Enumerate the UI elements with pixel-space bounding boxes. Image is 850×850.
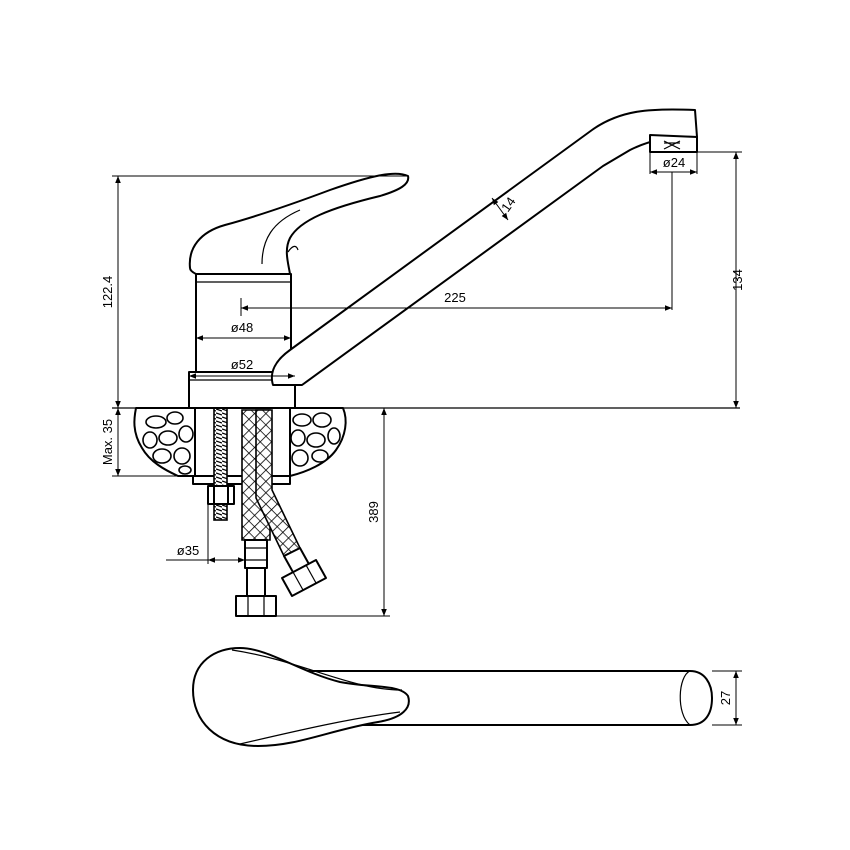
dim-spout-height: 134: [730, 269, 745, 291]
spout: [271, 108, 698, 386]
worktop-section: [133, 407, 347, 477]
front-view: 122.4 Max. 35 134 ø24 225 ø48 ø52 14 389: [100, 108, 745, 617]
dim-max-worktop: Max. 35: [100, 419, 115, 465]
stud-nut: [207, 485, 235, 505]
hose-fitting-right: [281, 547, 327, 597]
dim-aerator-diameter: ø24: [663, 155, 685, 170]
dim-body-upper-diameter: ø48: [231, 320, 253, 335]
dim-spout-reach: 225: [444, 290, 466, 305]
hose-fitting-left: [235, 539, 277, 617]
dim-top-view-width: 27: [718, 691, 733, 705]
dim-handle-height: 122.4: [100, 276, 115, 309]
dim-spout-width: 14: [498, 194, 519, 214]
dim-mounting-hole: ø35: [177, 543, 199, 558]
lever-handle: [188, 172, 410, 275]
top-view: 27: [192, 647, 742, 747]
dim-body-base-diameter: ø52: [231, 357, 253, 372]
dim-hose-length: 389: [366, 501, 381, 523]
stone-texture: [142, 411, 341, 475]
top-view-lever: [192, 647, 410, 747]
